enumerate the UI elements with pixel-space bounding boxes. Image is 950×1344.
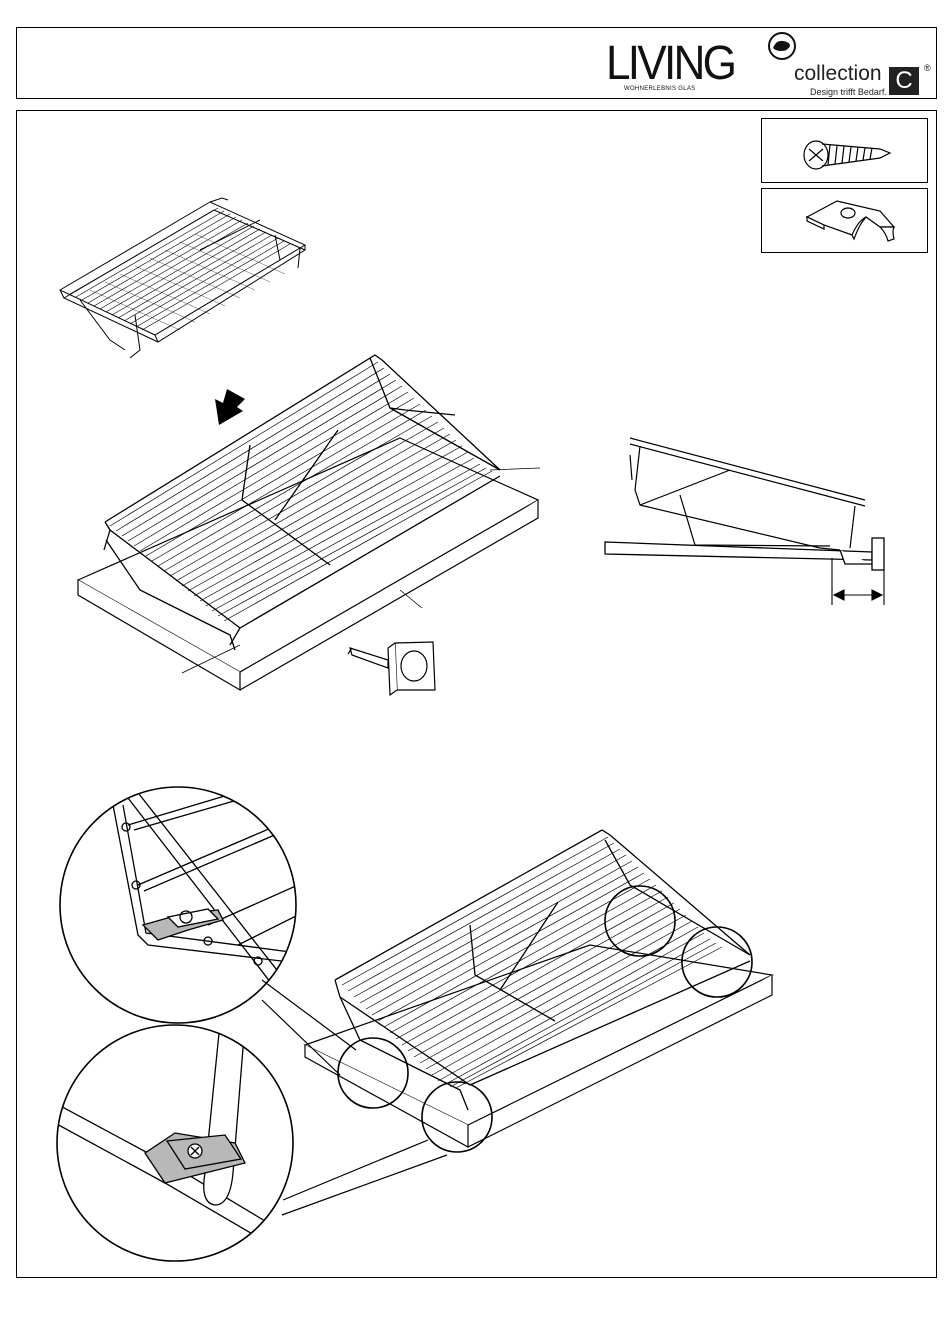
detail-zoom-top [58,785,298,1025]
detail-zoom-bottom [55,1023,295,1263]
